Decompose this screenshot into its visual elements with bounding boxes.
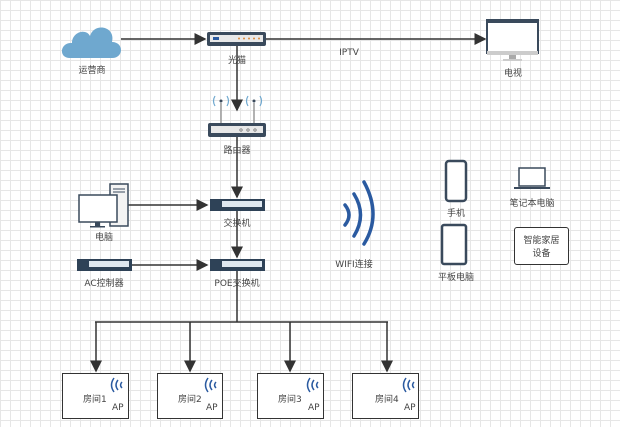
connections [90, 33, 487, 373]
switch-label: 交换机 [223, 219, 251, 229]
room-4-label: 房间4 [375, 395, 399, 405]
poe-switch-icon [210, 259, 265, 271]
smart-home-box: 智能家居 设备 [514, 227, 569, 265]
tablet-icon [440, 223, 468, 266]
laptop-icon [514, 167, 550, 189]
router-icon [208, 95, 266, 137]
modem-label: 光猫 [227, 56, 247, 66]
tv-icon [486, 19, 539, 61]
iptv-label: IPTV [339, 48, 359, 58]
smart-home-label-line2: 设备 [532, 249, 551, 259]
cloud-icon [61, 27, 121, 58]
room-4-ap: AP [404, 403, 416, 413]
switch-icon [210, 199, 265, 211]
pc-icon [78, 183, 129, 228]
tv-label: 电视 [503, 69, 523, 79]
phone-label: 手机 [446, 209, 466, 219]
room-1-ap: AP [112, 403, 124, 413]
ap-room-4 [352, 373, 419, 419]
ap-wifi-icon [110, 377, 123, 393]
ap-wifi-icon [402, 377, 415, 393]
isp-label: 运营商 [78, 66, 106, 76]
room-3-label: 房间3 [278, 395, 302, 405]
router-label: 路由器 [223, 146, 251, 156]
pc-label: 电脑 [94, 233, 114, 243]
ap-wifi-icon [204, 377, 217, 393]
room-2-ap: AP [206, 403, 218, 413]
wifi-icon [343, 180, 375, 246]
tablet-label: 平板电脑 [437, 273, 475, 283]
ac-label: AC控制器 [84, 279, 124, 289]
room-3-ap: AP [308, 403, 320, 413]
ap-wifi-icon [306, 377, 319, 393]
modem-icon [207, 32, 266, 46]
laptop-label: 笔记本电脑 [509, 199, 555, 209]
smart-home-label-line1: 智能家居 [523, 236, 560, 246]
phone-icon [444, 159, 468, 203]
ac-controller-icon [77, 259, 132, 271]
poe-label: POE交换机 [214, 279, 260, 289]
wifi-label: WIFI连接 [335, 260, 373, 270]
room-1-label: 房间1 [83, 395, 107, 405]
room-2-label: 房间2 [178, 395, 202, 405]
